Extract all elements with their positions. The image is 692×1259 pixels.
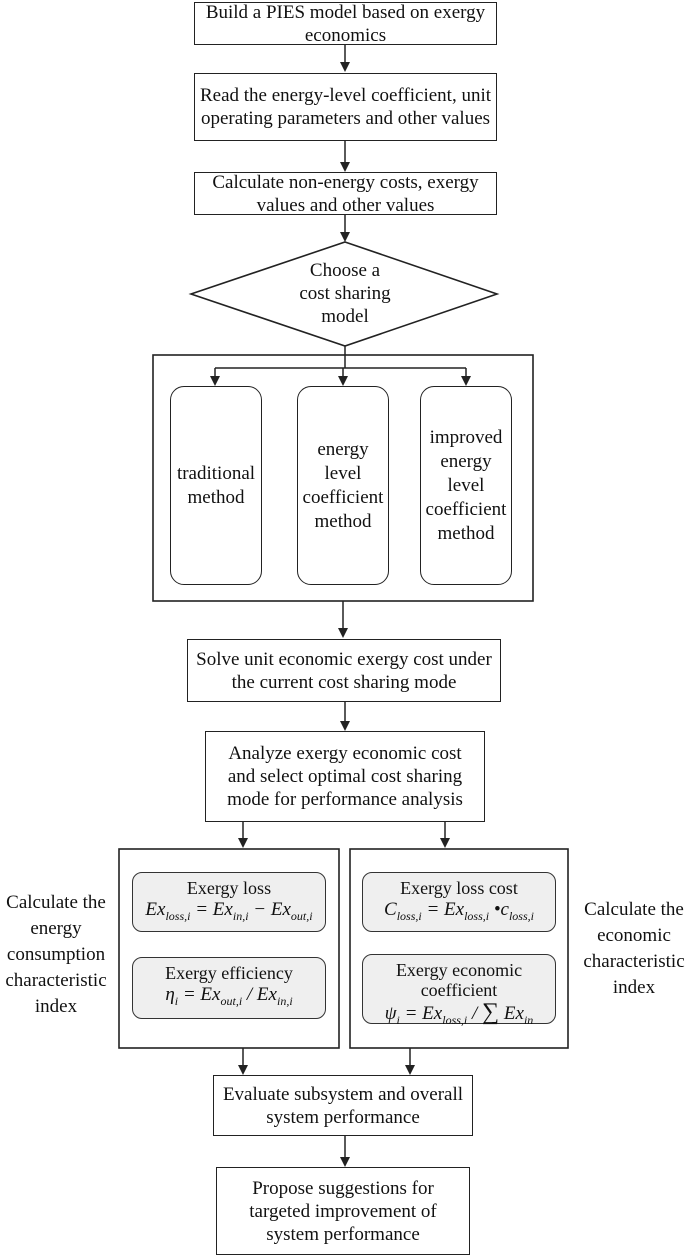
decision-choose-model-text: Choose a cost sharing model: [299, 259, 391, 327]
exergy-efficiency-box: Exergy efficiency ηi = Exout,i / Exin,i: [132, 957, 326, 1019]
economic-index-label-text: Calculate the economic characteristic in…: [583, 899, 685, 998]
step-solve-cost: Solve unit economic exergy cost under th…: [187, 639, 501, 702]
energy-index-label: Calculate the energy consumption charact…: [0, 890, 112, 1020]
step-propose-suggestions: Propose suggestions for targeted improve…: [216, 1167, 470, 1255]
methods-container: [152, 354, 534, 602]
method-energy-level-coefficient: energy level coefficient method: [297, 386, 389, 585]
method-traditional: traditional method: [170, 386, 262, 585]
exergy-economic-coefficient-formula: ψi = Exloss,i / ∑ Exin: [384, 999, 534, 1027]
step-solve-cost-text: Solve unit economic exergy cost under th…: [196, 648, 492, 693]
step-read-values-text: Read the energy-level coefficient, unit …: [199, 85, 492, 129]
method-improved-energy-level-coefficient: improved energy level coefficient method: [420, 386, 512, 585]
energy-index-panel: [118, 848, 340, 1049]
exergy-economic-coefficient-box: Exergy economic coefficient ψi = Exloss,…: [362, 954, 556, 1027]
step-evaluate-performance-text: Evaluate subsystem and overall system pe…: [222, 1083, 464, 1128]
exergy-efficiency-formula: ηi = Exout,i / Exin,i: [165, 984, 293, 1008]
exergy-loss-formula: Exloss,i = Exin,i − Exout,i: [145, 899, 313, 923]
energy-index-label-text: Calculate the energy consumption charact…: [5, 892, 107, 1017]
decision-diamond: [188, 241, 500, 347]
method-improved-energy-level-coefficient-text: improved energy level coefficient method: [425, 426, 507, 544]
decision-choose-model: Choose a cost sharing model: [296, 245, 394, 341]
exergy-loss-cost-formula: Closs,i = Exloss,i •closs,i: [384, 899, 534, 923]
exergy-efficiency-title: Exergy efficiency: [165, 963, 293, 983]
exergy-loss-cost-title: Exergy loss cost: [400, 878, 518, 898]
step-build-model-text: Build a PIES model based on exergy econo…: [205, 1, 486, 46]
step-build-model: Build a PIES model based on exergy econo…: [194, 1, 497, 46]
economic-index-panel: [349, 848, 569, 1049]
exergy-loss-box: Exergy loss Exloss,i = Exin,i − Exout,i: [132, 872, 326, 932]
step-evaluate-performance: Evaluate subsystem and overall system pe…: [213, 1075, 473, 1136]
step-calculate-costs-text: Calculate non-energy costs, exergy value…: [212, 171, 479, 216]
step-calculate-costs: Calculate non-energy costs, exergy value…: [194, 171, 497, 216]
exergy-economic-coefficient-title: Exergy economic coefficient: [395, 960, 523, 1000]
exergy-loss-cost-box: Exergy loss cost Closs,i = Exloss,i •clo…: [362, 872, 556, 932]
step-propose-suggestions-text: Propose suggestions for targeted improve…: [249, 1177, 437, 1245]
exergy-loss-title: Exergy loss: [186, 878, 272, 898]
step-read-values: Read the energy-level coefficient, unit …: [194, 73, 497, 141]
step-analyze-cost-text: Analyze exergy economic cost and select …: [227, 743, 463, 810]
method-energy-level-coefficient-text: energy level coefficient method: [302, 438, 384, 532]
method-traditional-text: traditional method: [176, 462, 256, 508]
step-analyze-cost: Analyze exergy economic cost and select …: [205, 731, 485, 822]
economic-index-label: Calculate the economic characteristic in…: [576, 897, 692, 1001]
